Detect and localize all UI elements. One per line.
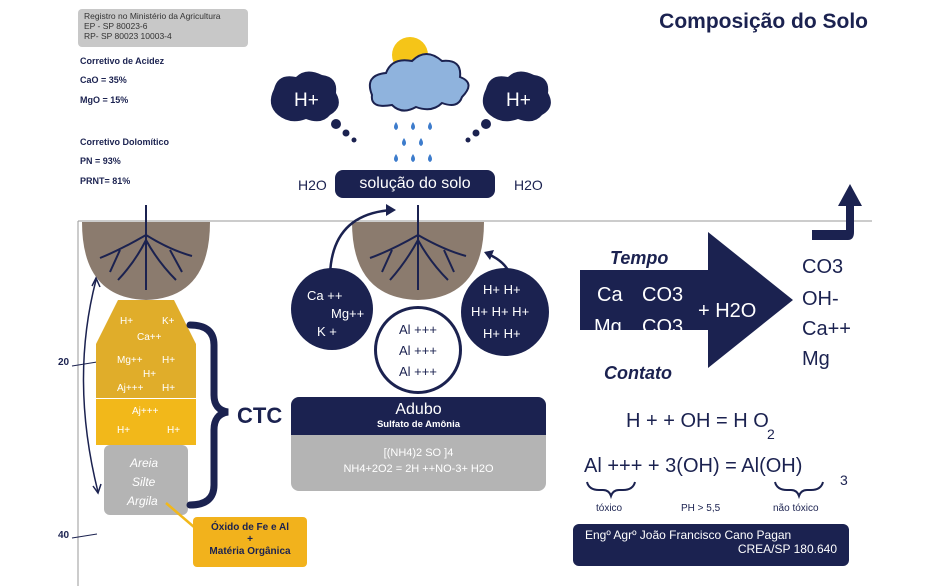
rain-cloud-icon [368,53,470,112]
depth-40: 40 [58,530,70,541]
cation-uptake-arrow [328,208,393,276]
reaction-arrow [580,232,793,368]
oxido-line-2: + [247,534,253,545]
ctc-label: CTC [237,403,283,428]
center-roots-icon [369,205,467,290]
registration-line-1: Registro no Ministério da Agricultura [84,11,221,21]
registration-box: Registro no Ministério da Agricultura EP… [78,9,248,47]
water-left: H2O [298,177,327,193]
equation-2-sub: 3 [840,472,848,488]
cation-k: K + [317,324,337,339]
aluminum-circle: Al +++ Al +++ Al +++ [374,306,462,394]
signature-box: Engº Agrº João Francisco Cano Pagan CREA… [573,524,849,566]
adubo-title: Adubo [395,401,442,418]
cations-circle: Ca ++ Mg++ K + [291,268,373,350]
ph-label: PH > 5,5 [681,503,721,514]
oxido-line-1: Óxido de Fe e Al [211,522,289,533]
up-arrow-icon [812,184,862,240]
left-cloud-icon [270,71,339,122]
water-right: H2O [514,177,543,193]
seg3-ion-2: H+ [117,425,131,436]
equation-2: Al +++ + 3(OH) = Al(OH) [584,455,803,477]
oxido-box: Óxido de Fe e Al + Matéria Orgânica [193,517,307,567]
reactant-water: + H2O [698,300,757,322]
seg1-ion-1: H+ [120,316,134,327]
h-row-1: H+ H+ [483,282,521,297]
adubo-formula-1: [(NH4)2 SO ]4 [383,447,454,459]
equation-1: H + + OH = H O [626,410,769,432]
signature-crea: CREA/SP 180.640 [737,542,837,556]
h-row-2: H+ H+ H+ [471,304,530,319]
reactant-mg: Mg [594,316,622,338]
profile-segment-3 [96,399,196,445]
solucao-do-solo-label: solução do solo [335,170,495,198]
depth-20: 20 [58,357,70,368]
reactant-co3-b: CO3 [642,316,684,338]
registration-line-3: RP- SP 80023 10003-4 [84,31,172,41]
left-cloud-ion: H+ [294,90,319,111]
tempo-label: Tempo [610,248,669,268]
cao-value: CaO = 35% [80,75,127,85]
profile-segment-4 [104,445,188,515]
seg1-ion-3: Ca++ [137,332,162,343]
silte-label: Silte [132,475,156,489]
corretivo-acidez-label: Corretivo de Acidez [80,56,165,66]
prnt-value: PRNT= 81% [80,176,131,186]
signature-name: Engº Agrº João Francisco Cano Pagan [585,528,792,542]
corretivo-dolomitico-label: Corretivo Dolomítico [80,137,170,147]
seg2-ion-2: H+ [162,355,176,366]
left-roots-icon [99,205,193,290]
h-row-3: H+ H+ [483,326,521,341]
oxido-line-3: Matéria Orgânica [209,546,291,557]
right-cloud-ion: H+ [506,90,531,111]
toxico-brace [586,481,636,500]
profile-segment-1 [96,300,196,344]
product-2: OH- [802,288,839,310]
hydrogen-circle: H+ H+ H+ H+ H+ H+ H+ [461,268,549,356]
nao-toxico-label: não tóxico [773,503,819,514]
reactant-co3-a: CO3 [642,284,684,306]
oxido-connector [165,502,195,528]
page-title: Composição do Solo [659,10,868,33]
seg2-ion-3: H+ [143,369,157,380]
seg3-ion-3: H+ [167,425,181,436]
contato-label: Contato [604,363,672,383]
product-1: CO3 [802,256,844,278]
seg2-ion-4: Aj+++ [117,383,144,394]
pn-value: PN = 93% [80,156,121,166]
toxico-label: tóxico [596,503,623,514]
al-ion-3: Al +++ [399,364,437,379]
argila-label: Argila [127,494,158,508]
depth-arrow [82,279,99,493]
adubo-header: Adubo Sulfato de Amônia [291,397,546,435]
nao-toxico-brace [774,481,824,500]
right-cloud-icon [482,71,551,122]
al-ion-1: Al +++ [399,322,437,337]
registration-line-2: EP - SP 80023-6 [84,21,148,31]
areia-label: Areia [130,456,159,470]
product-3: Ca++ [802,318,851,340]
cation-mg: Mg++ [331,306,365,321]
depth-tick-40 [71,533,98,539]
profile-segment-2 [96,344,196,398]
al-ion-2: Al +++ [399,343,437,358]
seg2-ion-5: H+ [162,383,176,394]
mgo-value: MgO = 15% [80,95,129,105]
product-4: Mg [802,348,830,370]
ctc-bracket [186,321,229,509]
equation-1-sub: 2 [767,426,775,442]
adubo-formula-2: NH4+2O2 = 2H ++NO-3+ H2O [343,463,494,475]
seg2-ion-1: Mg++ [117,355,143,366]
adubo-body: [(NH4)2 SO ]4 NH4+2O2 = 2H ++NO-3+ H2O [291,435,546,491]
adubo-subtitle: Sulfato de Amônia [376,419,461,430]
seg3-ion-1: Aj+++ [132,406,159,417]
raindrops-icon [394,122,432,162]
cation-ca: Ca ++ [307,288,343,303]
reactant-ca: Ca [597,284,623,306]
seg1-ion-2: K+ [162,316,175,327]
